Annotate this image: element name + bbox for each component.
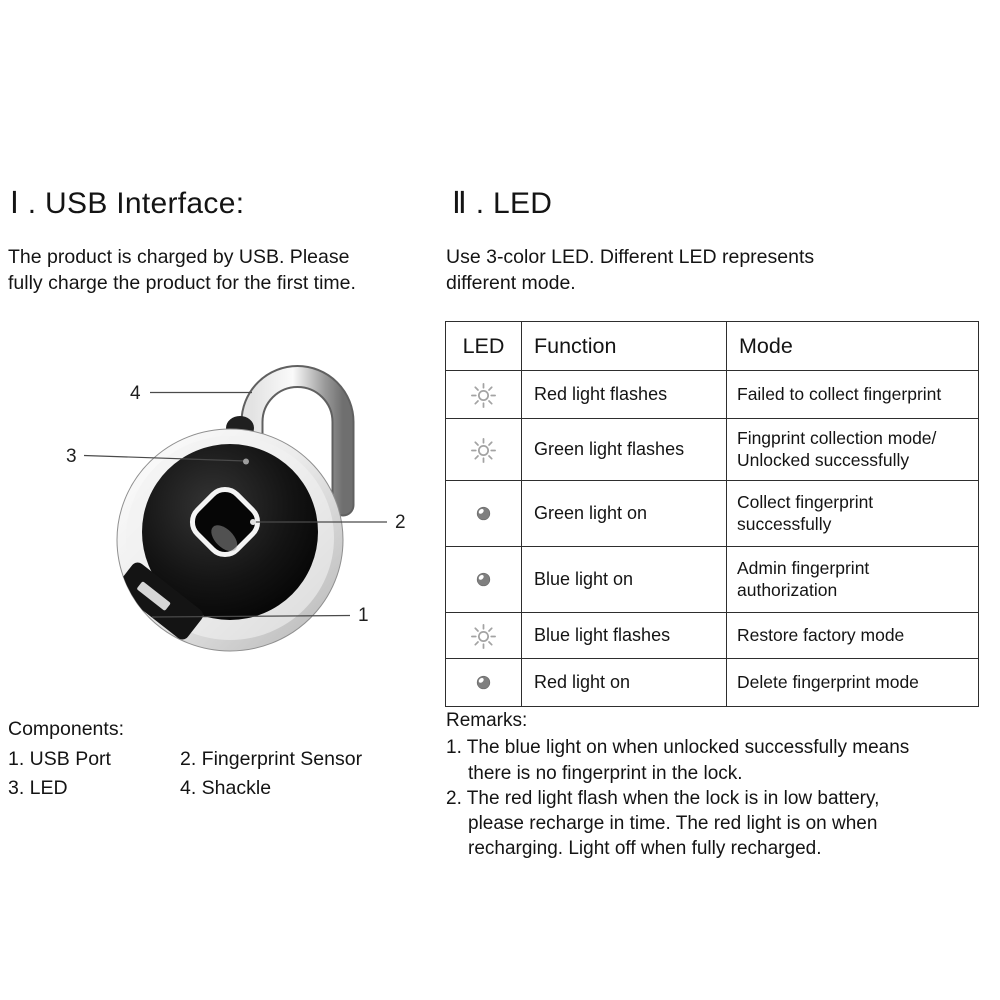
function-cell: Blue light flashes: [521, 612, 727, 659]
mode-cell: Admin fingerprint authorization: [726, 546, 979, 613]
callout-number-sensor: 2: [395, 512, 406, 533]
table-header-led: LED: [445, 321, 522, 371]
mode-cell: Collect fingerprint successfully: [726, 480, 979, 547]
led-section-heading: Ⅱ . LED: [452, 187, 553, 220]
led-indicator-cell: [445, 480, 522, 547]
callout-number-shackle: 4: [130, 383, 141, 404]
mode-cell: Failed to collect fingerprint: [726, 370, 979, 419]
led-indicator-cell: [445, 658, 522, 707]
components-section: Components: 1. USB Port 2. Fingerprint S…: [8, 718, 438, 800]
table-row: Green light on Collect fingerprint succe…: [445, 480, 979, 547]
function-cell: Red light on: [521, 658, 727, 707]
remark-item-2: 2. The red light flash when the lock is …: [446, 787, 880, 860]
usb-port: [117, 562, 203, 640]
table-header-function: Function: [521, 321, 727, 371]
table-row: Red light on Delete fingerprint mode: [445, 658, 979, 707]
callout-numbers: 4 3 2 1: [66, 383, 406, 626]
usb-section-body: The product is charged by USB. Please fu…: [8, 246, 356, 295]
callout-dot-sensor: [250, 519, 256, 525]
led-indicator-cell: [445, 612, 522, 659]
callout-line-usb: [151, 614, 351, 618]
led-flash-icon: [469, 435, 498, 464]
led-flash-icon: [469, 621, 498, 650]
component-item-usb-port: 1. USB Port: [8, 748, 111, 770]
table-header-row: LED Function Mode: [445, 321, 979, 371]
component-item-led: 3. LED: [8, 777, 68, 799]
function-cell: Green light on: [521, 480, 727, 547]
table-row: Green light flashes Fingprint collection…: [445, 418, 979, 481]
mode-cell: Delete fingerprint mode: [726, 658, 979, 707]
remarks-section: Remarks: 1. The blue light on when unloc…: [446, 708, 981, 862]
callout-line-led: [83, 454, 247, 462]
fingerprint-sensor: [189, 486, 261, 558]
function-cell: Green light flashes: [521, 418, 727, 481]
component-item-shackle: 4. Shackle: [180, 777, 272, 799]
usb-section-heading: Ⅰ . USB Interface:: [10, 187, 245, 220]
remarks-heading: Remarks:: [446, 710, 528, 731]
callout-number-usb: 1: [358, 605, 369, 626]
remark-item-1: 1. The blue light on when unlocked succe…: [446, 737, 910, 784]
components-heading: Components:: [8, 718, 124, 740]
table-header-mode: Mode: [726, 321, 979, 371]
led-on-icon: [473, 569, 494, 590]
table-row: Blue light on Admin fingerprint authoriz…: [445, 546, 979, 613]
led-indicator-cell: [445, 418, 522, 481]
led-section-body: Use 3-color LED. Different LED represent…: [446, 246, 815, 295]
components-list: 1. USB Port 2. Fingerprint Sensor 3. LED…: [8, 748, 438, 800]
led-on-icon: [473, 503, 494, 524]
mode-cell: Fingprint collection mode/ Unlocked succ…: [726, 418, 979, 481]
led-flash-icon: [469, 380, 498, 409]
led-indicator-cell: [445, 370, 522, 419]
callout-dot-led: [243, 458, 249, 465]
mode-cell: Restore factory mode: [726, 612, 979, 659]
table-row: Red light flashes Failed to collect fing…: [445, 370, 979, 419]
led-indicator-cell: [445, 546, 522, 613]
callout-number-led: 3: [66, 446, 77, 467]
led-table: LED Function Mode Red light flashes Fail…: [445, 321, 979, 707]
callout-lines: [83, 391, 387, 618]
led-on-icon: [473, 672, 494, 693]
function-cell: Red light flashes: [521, 370, 727, 419]
padlock-diagram: 4 3 2 1: [66, 365, 406, 652]
component-item-fingerprint: 2. Fingerprint Sensor: [180, 748, 363, 770]
table-row: Blue light flashes Restore factory mode: [445, 612, 979, 659]
function-cell: Blue light on: [521, 546, 727, 613]
